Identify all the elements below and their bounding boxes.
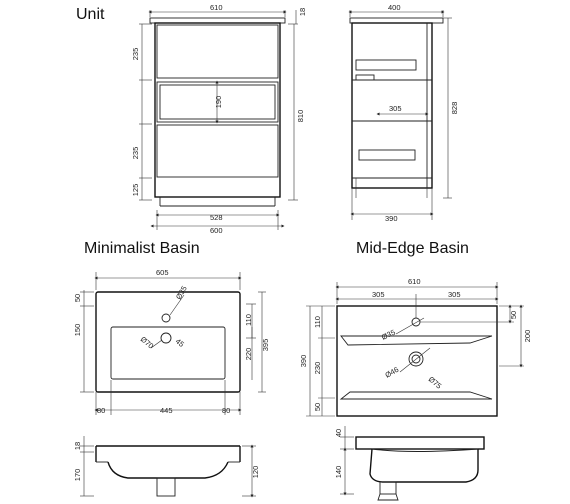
unit-title: Unit xyxy=(76,6,105,23)
dim-120-section: 120 xyxy=(251,466,260,479)
dim-235-top: 235 xyxy=(131,48,140,61)
unit-side-carcass xyxy=(351,22,433,189)
minimalist-basin-plan: Ø35 Ø70 45 605 50 150 110 220 395 80 xyxy=(73,268,270,415)
minimalist-basin-section: 18 170 120 xyxy=(73,436,260,498)
dim-80-right: 80 xyxy=(222,406,230,415)
dim-45: 45 xyxy=(174,337,186,349)
minimalist-tap-hole xyxy=(161,313,171,323)
dim-50-mid-left: 50 xyxy=(313,403,322,411)
minimalist-bowl-profile xyxy=(107,461,229,479)
minimalist-basin-outline xyxy=(95,291,241,393)
minimalist-waste-outlet xyxy=(156,477,176,497)
dim-445: 445 xyxy=(160,406,173,415)
mid-edge-back-lip xyxy=(339,391,493,400)
dim-140-section: 140 xyxy=(334,466,343,479)
dim-605: 605 xyxy=(156,268,169,277)
dim-o46: Ø46 xyxy=(384,365,401,380)
minimalist-waste xyxy=(160,332,172,344)
dim-80-left: 80 xyxy=(97,406,105,415)
dim-o35-mid: Ø35 xyxy=(380,328,397,342)
dim-190: 190 xyxy=(214,96,223,109)
unit-front-view: 610 18 235 235 125 190 810 xyxy=(131,3,307,235)
unit-carcass xyxy=(154,22,281,198)
dim-828: 828 xyxy=(450,102,459,115)
dim-600: 600 xyxy=(210,226,223,235)
dim-230-mid: 230 xyxy=(313,362,322,375)
mid-edge-basin-title: Mid-Edge Basin xyxy=(356,240,469,257)
dim-305-side: 305 xyxy=(389,104,402,113)
mid-edge-basin-plan: 610 305 305 Ø35 Ø46 Ø75 390 110 230 50 xyxy=(299,277,532,417)
dim-610-mid: 610 xyxy=(408,277,421,286)
minimalist-bowl xyxy=(110,326,226,380)
dim-o75: Ø75 xyxy=(427,375,444,391)
unit-drawer-bottom xyxy=(156,124,279,178)
dim-390-side: 390 xyxy=(385,214,398,223)
mid-edge-tap-hole xyxy=(411,317,421,327)
dim-110-min: 110 xyxy=(244,314,253,326)
dim-220-min: 220 xyxy=(244,348,253,361)
dim-40-section: 40 xyxy=(334,429,343,437)
dim-390-mid: 390 xyxy=(299,355,308,368)
mid-edge-waste-outlet xyxy=(379,481,397,495)
dim-125: 125 xyxy=(131,184,140,197)
dim-150-min: 150 xyxy=(73,324,82,337)
unit-worktop xyxy=(149,17,286,24)
mid-edge-front-lip xyxy=(340,335,493,346)
dim-18: 18 xyxy=(298,8,307,16)
dim-200-mid: 200 xyxy=(523,330,532,343)
dim-305-right: 305 xyxy=(448,290,461,299)
dim-610: 610 xyxy=(210,3,223,12)
dim-50-mid-right: 50 xyxy=(509,311,518,319)
unit-drawer-top xyxy=(156,24,279,79)
dim-235-bottom: 235 xyxy=(131,147,140,160)
dim-528: 528 xyxy=(210,213,223,222)
dim-o70: Ø70 xyxy=(139,335,156,351)
minimalist-basin-title: Minimalist Basin xyxy=(84,240,200,257)
mid-edge-waste xyxy=(408,351,424,367)
dim-810: 810 xyxy=(296,110,305,123)
unit-side-view: 400 305 828 390 xyxy=(348,3,459,223)
dim-305-left: 305 xyxy=(372,290,385,299)
mid-edge-basin-outline xyxy=(336,305,498,417)
mid-edge-basin-section: 40 140 xyxy=(334,426,485,501)
mid-edge-bowl-profile xyxy=(369,448,479,483)
dim-18-section: 18 xyxy=(73,442,82,450)
dim-395-min: 395 xyxy=(261,339,270,352)
dim-400: 400 xyxy=(388,3,401,12)
dim-50-min: 50 xyxy=(73,294,82,302)
dim-170-section: 170 xyxy=(73,469,82,482)
mid-edge-top-slab xyxy=(355,436,485,450)
dim-110-mid: 110 xyxy=(313,316,322,328)
